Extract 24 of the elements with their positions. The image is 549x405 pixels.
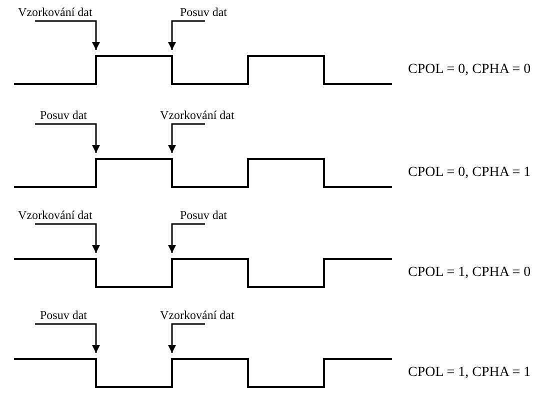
annotation-text: Vzorkování dat <box>18 5 92 19</box>
clock-waveform <box>14 55 392 85</box>
leader-arrow <box>168 323 205 353</box>
clock-waveform <box>14 258 392 288</box>
clock-waveform <box>14 358 392 388</box>
leader-arrow <box>35 20 100 50</box>
annotation-text: Posuv dat <box>40 108 88 122</box>
annotation-text: Posuv dat <box>180 208 228 222</box>
leader-arrow <box>168 123 205 153</box>
annotation-text: Vzorkování dat <box>160 108 234 122</box>
clock-waveform <box>14 158 392 188</box>
leader-arrow <box>168 223 205 253</box>
annotation-text: Posuv dat <box>40 308 88 322</box>
annotation-text: Vzorkování dat <box>160 308 234 322</box>
leader-arrow <box>168 20 205 50</box>
leader-arrow <box>35 223 100 253</box>
mode-label: CPOL = 1, CPHA = 1 <box>408 366 531 380</box>
leader-arrow <box>35 123 100 153</box>
annotation-text: Posuv dat <box>180 5 228 19</box>
mode-label: CPOL = 0, CPHA = 1 <box>408 166 531 180</box>
mode-label: CPOL = 1, CPHA = 0 <box>408 266 531 280</box>
leader-arrow <box>35 323 100 353</box>
mode-label: CPOL = 0, CPHA = 0 <box>408 63 531 77</box>
annotation-text: Vzorkování dat <box>18 208 92 222</box>
